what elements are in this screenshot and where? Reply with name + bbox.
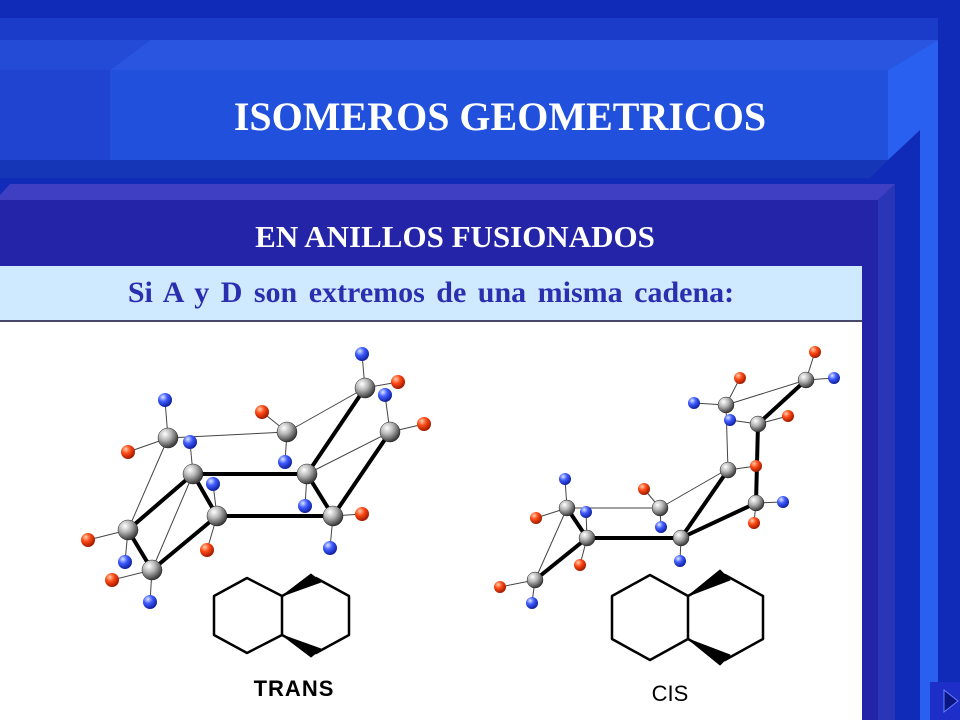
- statement-text: Si A y D son extremos de una misma caden…: [127, 276, 735, 309]
- cis-molecule-model: [494, 346, 840, 609]
- statement-band: [0, 266, 862, 320]
- slide-title: ISOMEROS GEOMETRICOS: [233, 93, 767, 139]
- title-panel: [0, 18, 938, 720]
- cis-skeletal-structure: [610, 569, 765, 666]
- trans-label: TRANS: [253, 676, 335, 701]
- trans-molecule-model: [81, 347, 431, 609]
- cis-label: CIS: [651, 681, 689, 706]
- slide-subtitle: EN ANILLOS FUSIONADOS: [255, 219, 655, 254]
- next-slide-button[interactable]: [930, 682, 960, 720]
- trans-skeletal-structure: [212, 573, 351, 658]
